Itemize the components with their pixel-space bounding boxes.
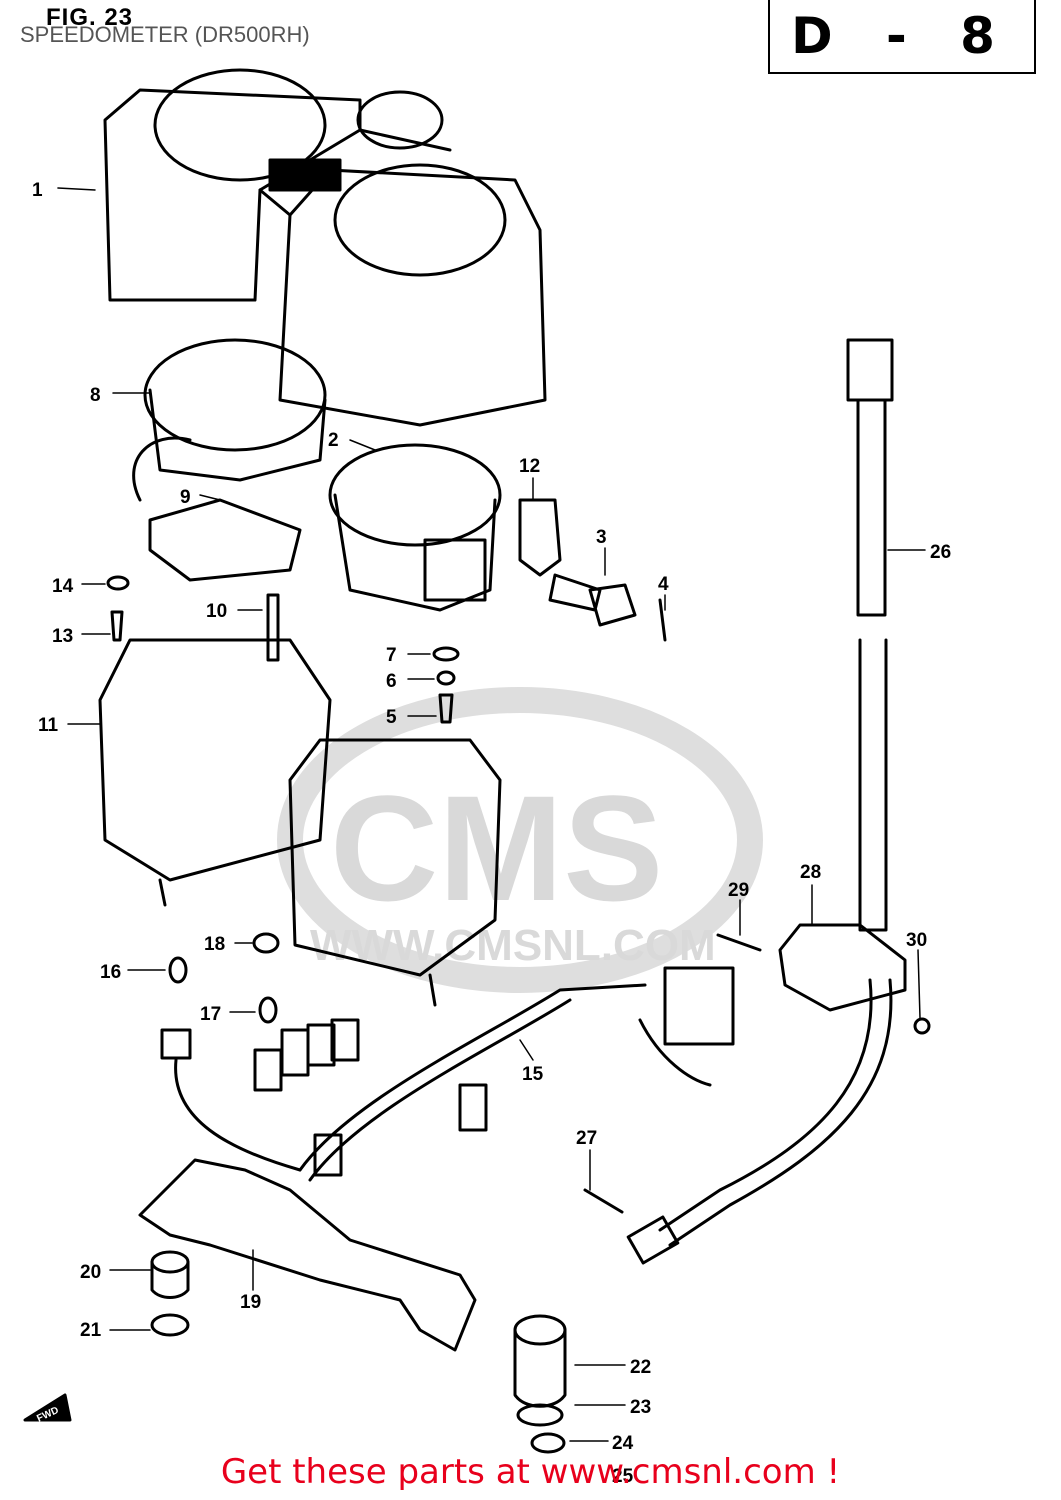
callout-2: 2 <box>328 430 339 451</box>
callout-21: 21 <box>80 1320 102 1341</box>
forward-arrow-label: FWD <box>35 1405 60 1425</box>
callout-18: 18 <box>204 934 225 955</box>
callout-6: 6 <box>386 671 397 692</box>
bulb-sockets <box>160 956 488 1177</box>
nut-30 <box>913 1017 931 1035</box>
speedometer-cable <box>626 338 894 1265</box>
callout-9: 9 <box>180 487 191 508</box>
screw-5 <box>438 693 454 724</box>
leader-lines <box>57 187 926 1442</box>
cushions <box>150 1250 567 1454</box>
callout-12: 12 <box>519 456 540 477</box>
callout-29: 29 <box>728 880 749 901</box>
washer-14 <box>106 575 130 591</box>
screw-13 <box>110 610 124 642</box>
callout-24: 24 <box>612 1433 634 1454</box>
callout-28: 28 <box>800 862 821 883</box>
wire-harness <box>298 966 735 1182</box>
knob-screw <box>658 598 667 642</box>
speedometer-assembly <box>328 443 502 612</box>
forward-arrow <box>23 1393 72 1422</box>
callout-14: 14 <box>52 576 74 597</box>
bolt-29 <box>716 933 762 952</box>
callout-20: 20 <box>80 1262 101 1283</box>
callout-27: 27 <box>576 1128 597 1149</box>
callout-11: 11 <box>38 715 59 736</box>
callout-30: 30 <box>906 930 927 951</box>
diagram-subtitle: SPEEDOMETER (DR500RH) <box>20 22 310 47</box>
callout-5: 5 <box>386 707 397 728</box>
mounting-bracket <box>138 1158 477 1352</box>
reset-knob <box>548 573 637 627</box>
callout-10: 10 <box>206 601 227 622</box>
callout-8: 8 <box>90 385 101 406</box>
callout-1: 1 <box>32 180 43 201</box>
callout-15: 15 <box>522 1064 544 1085</box>
callout-4: 4 <box>658 574 669 595</box>
callout-17: 17 <box>200 1004 221 1025</box>
callout-26: 26 <box>930 542 951 563</box>
cmsnl-watermark: CMS WWW.CMSNL.COM <box>277 687 763 993</box>
callout-16: 16 <box>100 962 121 983</box>
grommet-18 <box>252 932 280 954</box>
callout-23: 23 <box>630 1397 651 1418</box>
callout-7: 7 <box>386 645 397 666</box>
callout-25: 25 <box>612 1466 634 1487</box>
lower-case <box>98 638 502 1007</box>
callout-3: 3 <box>596 527 607 548</box>
callout-19: 19 <box>240 1292 261 1313</box>
bolt-27 <box>583 1188 624 1214</box>
meter-case <box>103 68 547 427</box>
figure-number: FIG. 23 <box>46 4 134 31</box>
watermark-url: WWW.CMSNL.COM <box>310 921 716 970</box>
callout-22: 22 <box>630 1357 651 1378</box>
screw-10 <box>266 593 280 662</box>
cable-clamp <box>778 923 907 1012</box>
washer-6 <box>436 670 456 686</box>
page-code-box: D - 8 <box>768 0 1036 74</box>
callout-13: 13 <box>52 626 73 647</box>
washer-7 <box>432 646 460 662</box>
footer-parts-link[interactable]: Get these parts at www.cmsnl.com ! <box>220 1452 841 1492</box>
reset-knob-clip <box>518 498 562 577</box>
tachometer-assembly <box>132 338 327 582</box>
